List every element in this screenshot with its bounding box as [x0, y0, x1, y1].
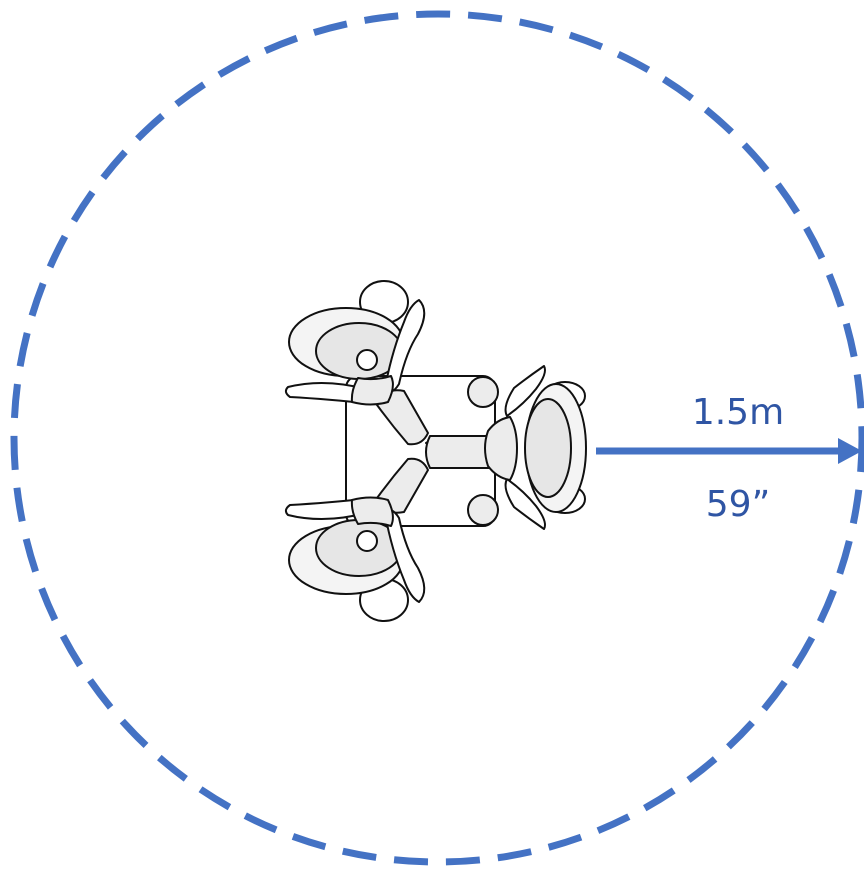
three-person-table-set-icon [284, 280, 587, 622]
clearance-circle [10, 10, 864, 866]
chair-right [484, 365, 587, 530]
chair-bottom-left [284, 496, 426, 622]
radius-label-imperial: 59” [706, 484, 770, 525]
radius-arrow [596, 438, 862, 464]
chair-top-left [284, 280, 426, 406]
radius-label-metric: 1.5m [692, 392, 784, 433]
